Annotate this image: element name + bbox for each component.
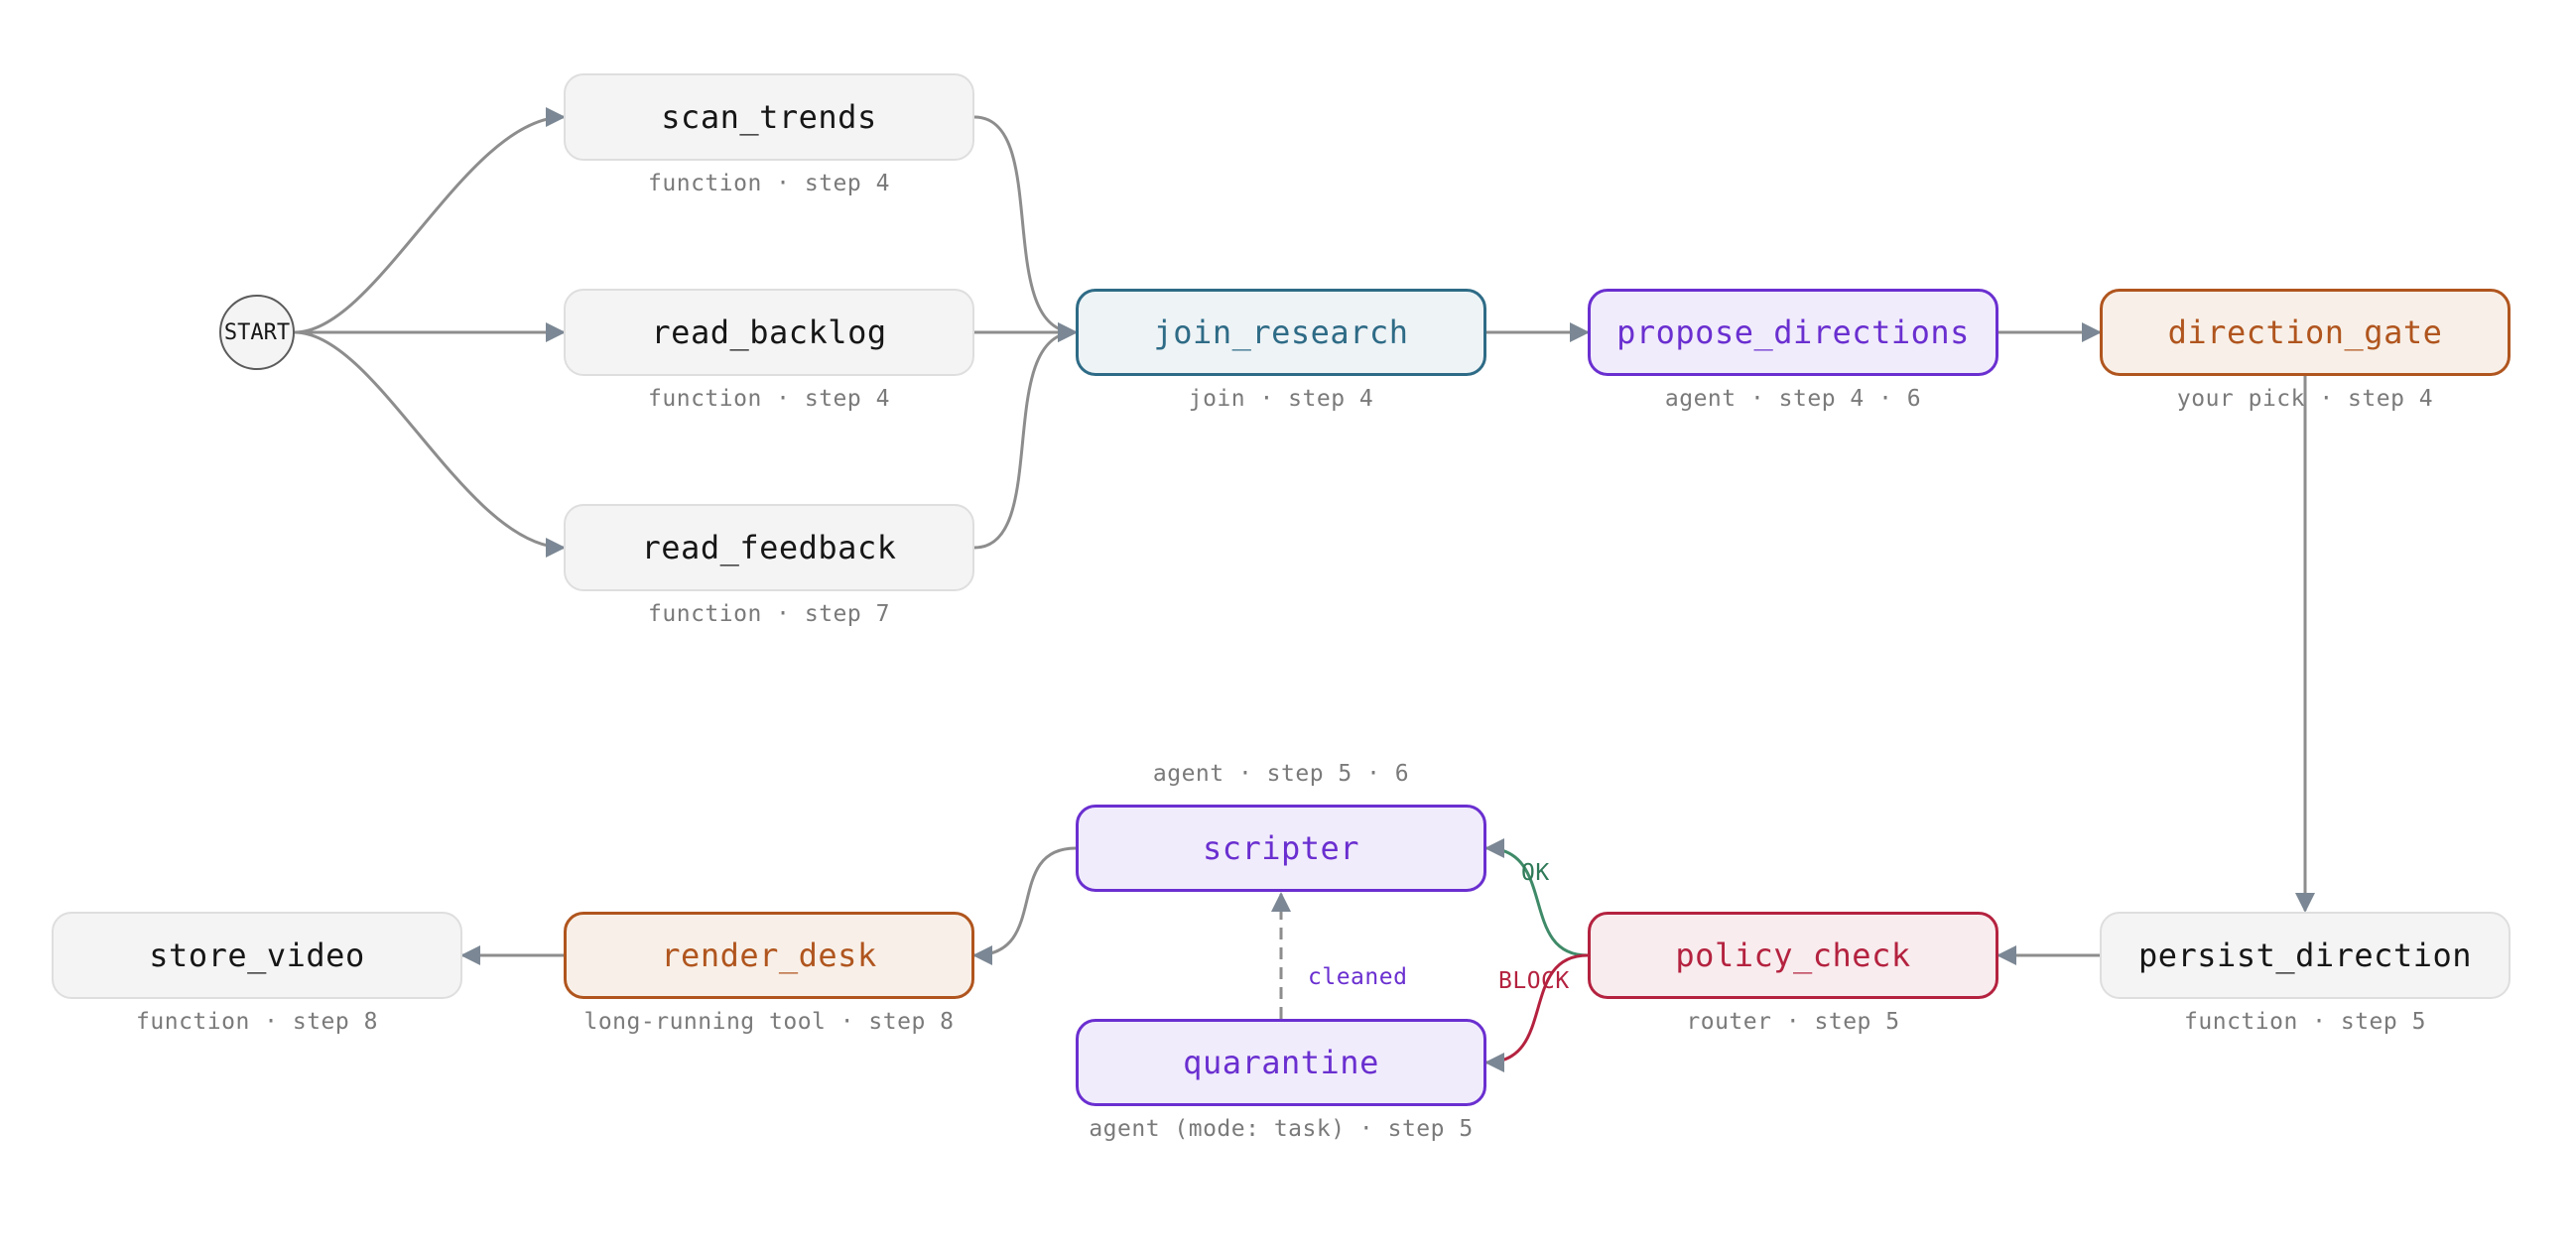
node-label: store_video [149, 937, 365, 974]
node-subtitle: function · step 4 [648, 386, 890, 412]
node-label: direction_gate [2167, 313, 2443, 351]
node-subtitle: your pick · step 4 [2176, 386, 2434, 412]
edge-scan-trends-join [973, 115, 1078, 342]
node-subtitle: router · step 5 [1686, 1009, 1900, 1035]
node-subtitle: long-running tool · step 8 [583, 1009, 955, 1035]
node-label: propose_directions [1616, 313, 1970, 351]
node-subtitle: agent · step 5 · 6 [1152, 761, 1410, 787]
node-label: read_backlog [651, 313, 887, 351]
node-label: quarantine [1183, 1044, 1379, 1081]
node-label: scan_trends [661, 98, 877, 136]
node-render-desk[interactable]: render_desk [564, 912, 974, 999]
edge-label-block: BLOCK [1498, 968, 1570, 994]
node-join-research[interactable]: join_research [1076, 289, 1486, 376]
node-subtitle: function · step 4 [648, 171, 890, 196]
node-scan-trends[interactable]: scan_trends [564, 73, 974, 161]
node-subtitle: function · step 7 [648, 601, 890, 627]
edge-scripter-render [972, 846, 1077, 965]
node-label: scripter [1202, 829, 1360, 867]
edge-start-scan-trends [294, 107, 566, 334]
node-scripter[interactable]: scripter [1076, 805, 1486, 892]
node-quarantine[interactable]: quarantine [1076, 1019, 1486, 1106]
node-label: join_research [1153, 313, 1409, 351]
edge-label-cleaned: cleaned [1308, 964, 1408, 990]
edge-start-read-feedback [294, 330, 566, 558]
node-subtitle: function · step 5 [2184, 1009, 2426, 1035]
node-subtitle: agent (mode: task) · step 5 [1089, 1116, 1474, 1142]
node-read-backlog[interactable]: read_backlog [564, 289, 974, 376]
node-subtitle: join · step 4 [1188, 386, 1374, 412]
node-read-feedback[interactable]: read_feedback [564, 504, 974, 591]
node-propose-directions[interactable]: propose_directions [1588, 289, 1998, 376]
edge-policy-scripter-ok [1484, 838, 1589, 957]
node-label: render_desk [661, 937, 877, 974]
start-label: START [223, 319, 291, 345]
edge-label-ok: OK [1521, 860, 1550, 886]
node-persist-direction[interactable]: persist_direction [2100, 912, 2511, 999]
edge-policy-quarantine-block [1484, 953, 1589, 1072]
node-label: read_feedback [641, 529, 897, 566]
node-label: policy_check [1675, 937, 1911, 974]
node-policy-check[interactable]: policy_check [1588, 912, 1998, 999]
node-store-video[interactable]: store_video [52, 912, 462, 999]
node-subtitle: function · step 8 [136, 1009, 378, 1035]
node-subtitle: agent · step 4 · 6 [1664, 386, 1922, 412]
node-direction-gate[interactable]: direction_gate [2100, 289, 2511, 376]
edge-read-feedback-join [973, 322, 1078, 550]
node-label: persist_direction [2137, 937, 2472, 974]
start-node[interactable]: START [219, 295, 295, 370]
